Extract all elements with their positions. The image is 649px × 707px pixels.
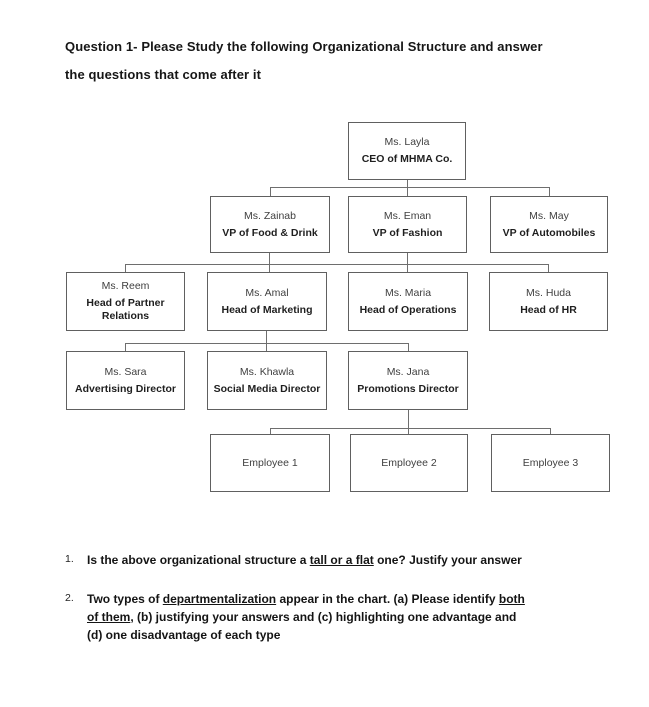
connector-line: [407, 180, 408, 196]
org-node-employee-2: Employee 2: [350, 434, 468, 492]
connector-line: [407, 253, 408, 272]
person-name: Employee 1: [242, 457, 298, 469]
person-title: Promotions Director: [357, 382, 459, 395]
connector-line: [125, 264, 126, 272]
connector-line: [270, 187, 549, 188]
person-title: Advertising Director: [75, 382, 176, 395]
person-name: Ms. Layla: [384, 136, 430, 148]
person-name: Ms. Eman: [383, 209, 432, 222]
org-node-vp-fashion: Ms. Eman VP of Fashion: [348, 196, 467, 253]
question-text: Two types of departmentalization appear …: [87, 592, 525, 642]
connector-line: [266, 331, 267, 351]
connector-line: [125, 264, 548, 265]
person-title: Head of HR: [520, 303, 577, 316]
question-number: 2.: [65, 592, 74, 604]
person-name: Ms. Huda: [526, 286, 571, 299]
connector-line: [270, 428, 271, 434]
person-title: VP of Food & Drink: [222, 226, 318, 239]
heading-line-2: the questions that come after it: [65, 67, 262, 82]
connector-line: [269, 253, 270, 272]
person-name: Ms. Khawla: [239, 365, 295, 378]
question-number: 1.: [65, 553, 74, 565]
connector-line: [125, 343, 126, 351]
connector-line: [408, 428, 409, 434]
person-title: Head of Marketing: [221, 303, 313, 316]
org-node-employee-3: Employee 3: [491, 434, 610, 492]
question-heading: Question 1- Please Study the following O…: [65, 33, 610, 89]
connector-line: [549, 187, 550, 196]
person-title: CEO of MHMA Co.: [361, 153, 453, 165]
connector-line: [270, 187, 271, 196]
org-node-vp-food-drink: Ms. Zainab VP of Food & Drink: [210, 196, 330, 253]
person-name: Ms. Amal: [245, 286, 289, 299]
questions-list: 1. Is the above organizational structure …: [65, 551, 613, 644]
org-node-employee-1: Employee 1: [210, 434, 330, 492]
connector-line: [548, 264, 549, 272]
person-title: Social Media Director: [213, 382, 321, 395]
question-item-1: 1. Is the above organizational structure …: [65, 551, 613, 569]
person-title: VP of Fashion: [372, 226, 443, 239]
person-name: Ms. Sara: [104, 365, 147, 378]
connector-line: [408, 410, 409, 428]
person-name: Ms. Jana: [386, 365, 430, 378]
person-title: VP of Automobiles: [502, 226, 596, 239]
person-name: Ms. Maria: [384, 286, 432, 299]
heading-line-1: Question 1- Please Study the following O…: [65, 39, 543, 54]
person-name: Employee 2: [381, 457, 437, 469]
connector-line: [408, 343, 409, 351]
question-item-2: 2. Two types of departmentalization appea…: [65, 590, 613, 644]
person-name: Employee 3: [522, 457, 579, 469]
person-name: Ms. Zainab: [244, 209, 296, 222]
person-name: Ms. May: [529, 209, 569, 222]
connector-line: [550, 428, 551, 434]
connector-line: [270, 428, 550, 429]
question-text: Is the above organizational structure a …: [87, 553, 522, 567]
person-title: Head of Operations: [359, 303, 457, 316]
person-name: Ms. Reem: [101, 280, 150, 292]
org-node-vp-automobiles: Ms. May VP of Automobiles: [490, 196, 608, 253]
